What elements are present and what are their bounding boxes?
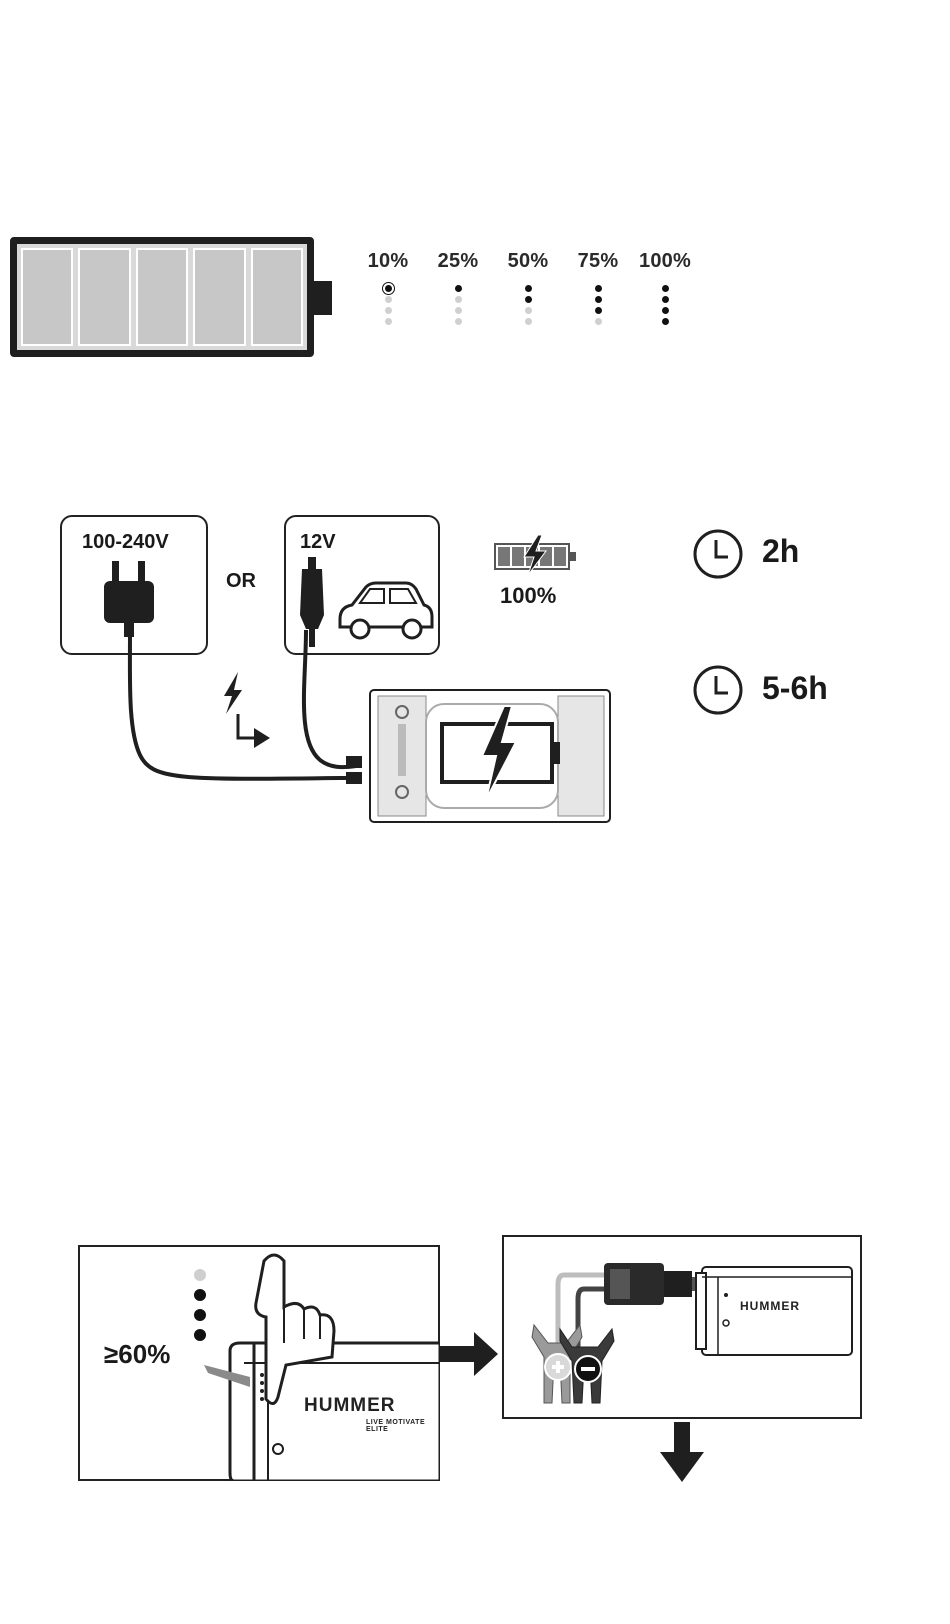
level-label: 100% — [632, 250, 698, 273]
indicator-dot — [525, 307, 532, 314]
level-dots — [355, 285, 421, 325]
indicator-dot — [525, 318, 532, 325]
check-charge-frame: ≥60% HUMMER LIVE MOTIVATE ELITE — [78, 1245, 440, 1481]
level-label: 50% — [495, 250, 561, 273]
brand-logo-small: HUMMER — [740, 1299, 800, 1313]
clock-icon — [692, 664, 744, 716]
level-75: 75% — [565, 250, 631, 325]
indicator-dot — [385, 318, 392, 325]
level-25: 25% — [425, 250, 491, 325]
indicator-dot — [385, 285, 392, 292]
clamps-illustration — [504, 1237, 860, 1417]
indicator-dot — [455, 307, 462, 314]
level-dots — [632, 285, 698, 325]
indicator-dot — [455, 318, 462, 325]
ac-voltage-label: 100-240V — [82, 531, 169, 554]
indicator-dot — [455, 296, 462, 303]
battery-cell — [136, 248, 188, 346]
indicator-dot — [662, 296, 669, 303]
level-dots — [565, 285, 631, 325]
level-dots — [425, 285, 491, 325]
battery-graphic — [10, 237, 314, 357]
brand-logo: HUMMER — [304, 1395, 396, 1417]
charging-diagram — [120, 620, 640, 830]
indicator-dot — [662, 307, 669, 314]
brand-subtitle: LIVE MOTIVATE ELITE — [366, 1419, 438, 1433]
level-label: 10% — [355, 250, 421, 273]
indicator-dot — [385, 296, 392, 303]
connect-clamps-frame: HUMMER — [502, 1235, 862, 1419]
level-10: 10% — [355, 250, 421, 325]
indicator-dot — [662, 285, 669, 292]
level-50: 50% — [495, 250, 561, 325]
indicator-dot — [595, 318, 602, 325]
indicator-dot — [385, 307, 392, 314]
clock-icon — [692, 528, 744, 580]
battery-terminal — [314, 281, 332, 315]
device-press-illustration — [204, 1247, 440, 1481]
battery-cell — [251, 248, 303, 346]
indicator-dot — [595, 285, 602, 292]
battery-cell — [21, 248, 73, 346]
indicator-dot — [662, 318, 669, 325]
battery-cell — [78, 248, 130, 346]
indicator-dot — [595, 307, 602, 314]
arrow-down-icon — [658, 1422, 706, 1484]
dc-voltage-label: 12V — [300, 531, 336, 554]
arrow-right-icon — [440, 1330, 500, 1378]
full-battery-icon — [494, 535, 578, 575]
indicator-dot — [595, 296, 602, 303]
level-label: 75% — [565, 250, 631, 273]
level-dots — [495, 285, 561, 325]
level-100: 100% — [632, 250, 698, 325]
dc-charge-time: 5-6h — [762, 670, 828, 707]
ac-charge-time: 2h — [762, 533, 799, 570]
level-label: 25% — [425, 250, 491, 273]
battery-cell — [193, 248, 245, 346]
full-charge-label: 100% — [500, 583, 556, 609]
indicator-dot — [525, 285, 532, 292]
indicator-dot — [525, 296, 532, 303]
indicator-dot — [455, 285, 462, 292]
min-charge-label: ≥60% — [104, 1339, 170, 1370]
or-label: OR — [226, 570, 256, 593]
